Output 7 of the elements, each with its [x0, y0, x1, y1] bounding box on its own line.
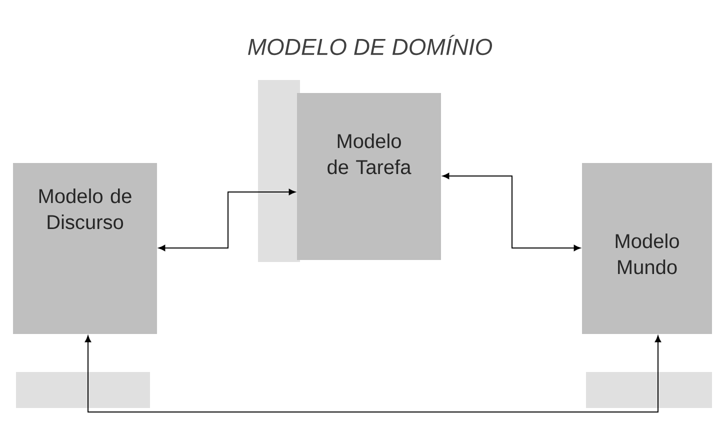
arrow — [442, 172, 581, 252]
model-box: Modelo de Discurso — [13, 163, 157, 334]
title: MODELO DE DOMÍNIO — [248, 34, 492, 56]
model-box: Modelo de Tarefa — [297, 93, 441, 260]
model-box: Modelo Mundo — [582, 163, 712, 334]
arrow — [158, 188, 296, 252]
arrow — [84, 335, 662, 412]
